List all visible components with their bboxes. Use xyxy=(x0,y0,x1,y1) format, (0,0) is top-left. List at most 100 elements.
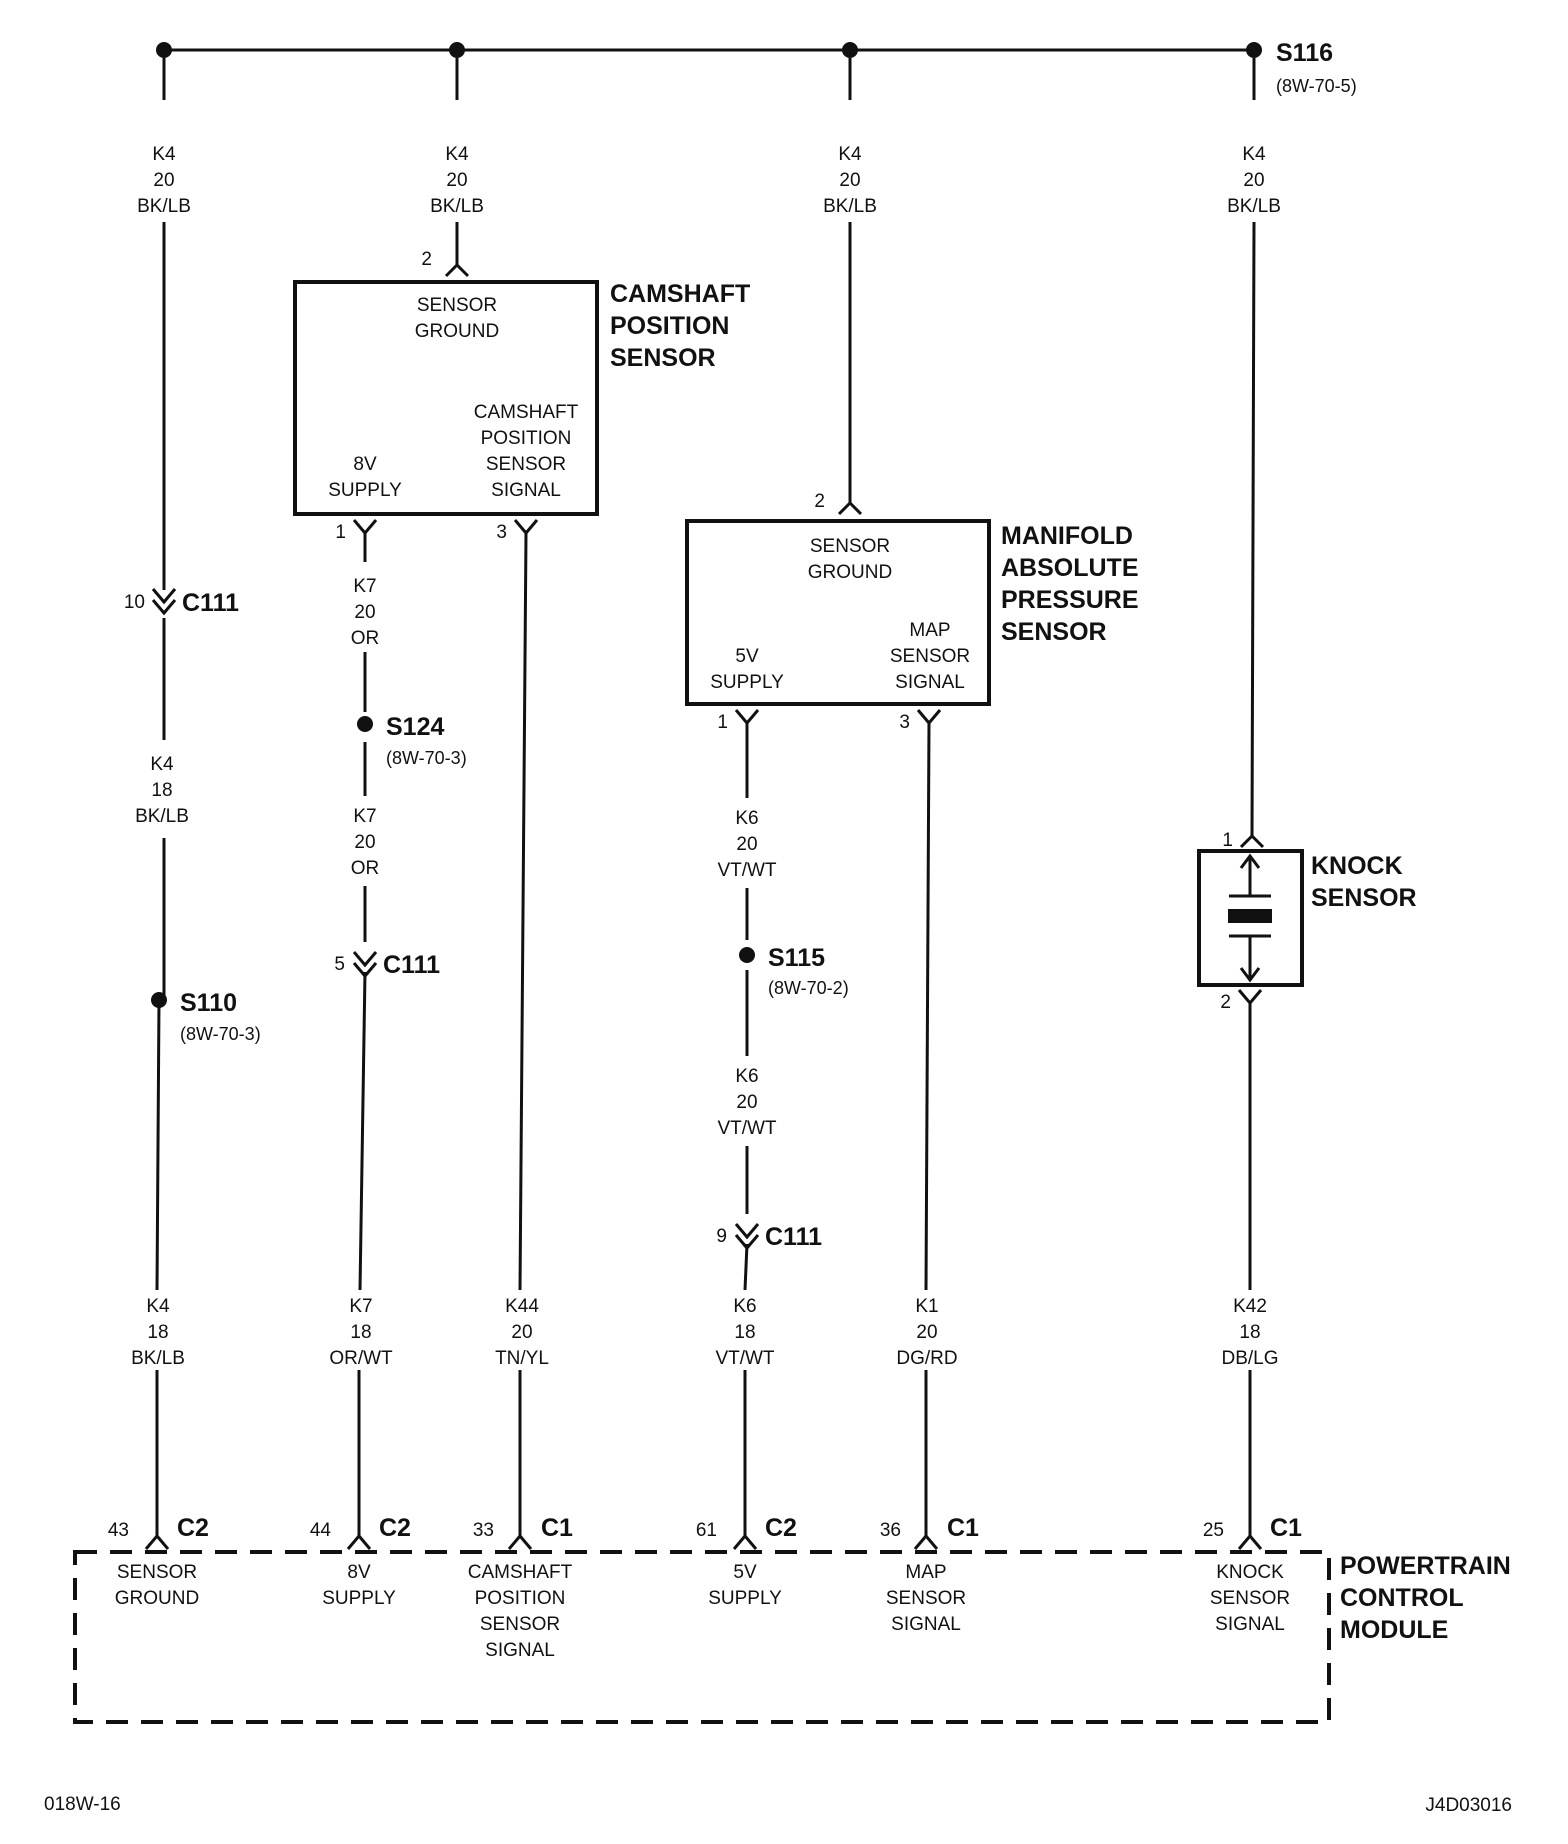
svg-text:K4: K4 xyxy=(150,754,174,775)
svg-text:SIGNAL: SIGNAL xyxy=(891,1614,961,1635)
svg-text:PRESSURE: PRESSURE xyxy=(1001,586,1139,614)
pcm-pin-25: 25 C1 KNOCK SENSOR SIGNAL xyxy=(1203,1514,1302,1635)
svg-text:VT/WT: VT/WT xyxy=(717,860,776,881)
wire-label-k6-b: K6 20 VT/WT xyxy=(717,1066,776,1139)
pcm-pin-36: 36 C1 MAP SENSOR SIGNAL xyxy=(880,1514,979,1635)
svg-text:SENSOR: SENSOR xyxy=(890,646,970,667)
svg-text:MAP: MAP xyxy=(905,1562,946,1583)
svg-text:K7: K7 xyxy=(353,576,376,597)
svg-text:TN/YL: TN/YL xyxy=(495,1348,549,1369)
powertrain-control-module xyxy=(73,1550,1331,1724)
wire-k4-column2: 2 xyxy=(421,58,470,278)
svg-text:C1: C1 xyxy=(541,1514,573,1542)
svg-text:VT/WT: VT/WT xyxy=(717,1118,776,1139)
splice-s110: S110 (8W-70-3) xyxy=(151,989,261,1044)
svg-text:SIGNAL: SIGNAL xyxy=(1215,1614,1285,1635)
svg-text:GROUND: GROUND xyxy=(415,321,499,342)
wire-label-k1: K1 20 DG/RD xyxy=(896,1296,957,1369)
svg-text:3: 3 xyxy=(899,712,910,733)
svg-text:K4: K4 xyxy=(1242,144,1266,165)
svg-text:8V: 8V xyxy=(353,454,377,475)
svg-text:SIGNAL: SIGNAL xyxy=(491,480,561,501)
wire-k6: 1 xyxy=(717,709,760,1538)
footer-right-code: J4D03016 xyxy=(1425,1795,1512,1816)
svg-text:OR: OR xyxy=(351,858,380,879)
svg-text:MANIFOLD: MANIFOLD xyxy=(1001,522,1133,550)
inline-connector-c111-k6: 9 C111 xyxy=(716,1223,822,1251)
svg-text:POSITION: POSITION xyxy=(475,1588,566,1609)
svg-text:GROUND: GROUND xyxy=(115,1588,199,1609)
svg-text:KNOCK: KNOCK xyxy=(1216,1562,1284,1583)
svg-text:3: 3 xyxy=(496,522,507,543)
wire-k4-column5: 2 xyxy=(814,58,863,516)
svg-text:S110: S110 xyxy=(180,989,237,1017)
wire-label-k4-mid: K4 18 BK/LB xyxy=(135,754,189,827)
svg-text:OR: OR xyxy=(351,628,380,649)
svg-text:VT/WT: VT/WT xyxy=(715,1348,774,1369)
svg-text:20: 20 xyxy=(916,1322,937,1343)
footer-left-code: 018W-16 xyxy=(44,1794,121,1815)
wire-label-k4-d: K4 20 BK/LB xyxy=(1227,144,1281,217)
svg-text:18: 18 xyxy=(1239,1322,1260,1343)
svg-text:1: 1 xyxy=(1222,830,1233,851)
wire-k4-column8: 1 xyxy=(1222,58,1265,851)
svg-text:C111: C111 xyxy=(765,1223,822,1251)
svg-text:SENSOR: SENSOR xyxy=(486,454,566,475)
knock-sensor xyxy=(1197,849,1304,987)
svg-text:2: 2 xyxy=(814,491,825,512)
svg-text:BK/LB: BK/LB xyxy=(137,196,191,217)
camshaft-sensor-title: CAMSHAFT POSITION SENSOR xyxy=(610,280,750,372)
svg-text:SUPPLY: SUPPLY xyxy=(322,1588,396,1609)
svg-text:SIGNAL: SIGNAL xyxy=(895,672,965,693)
wire-label-k6-low: K6 18 VT/WT xyxy=(715,1296,774,1369)
svg-text:44: 44 xyxy=(310,1520,332,1541)
svg-text:20: 20 xyxy=(839,170,860,191)
svg-text:SENSOR: SENSOR xyxy=(810,536,890,557)
svg-text:SENSOR: SENSOR xyxy=(610,344,716,372)
svg-text:SUPPLY: SUPPLY xyxy=(328,480,402,501)
svg-text:SENSOR: SENSOR xyxy=(1210,1588,1290,1609)
svg-text:SENSOR: SENSOR xyxy=(1001,618,1107,646)
svg-text:(8W-70-5): (8W-70-5) xyxy=(1276,76,1357,96)
svg-text:20: 20 xyxy=(511,1322,532,1343)
pcm-pin-33: 33 C1 CAMSHAFT POSITION SENSOR SIGNAL xyxy=(468,1514,573,1661)
svg-text:C1: C1 xyxy=(1270,1514,1302,1542)
svg-text:K7: K7 xyxy=(353,806,376,827)
svg-text:BK/LB: BK/LB xyxy=(131,1348,185,1369)
svg-text:C2: C2 xyxy=(177,1514,209,1542)
svg-text:POWERTRAIN: POWERTRAIN xyxy=(1340,1552,1511,1580)
svg-text:MAP: MAP xyxy=(909,620,950,641)
map-sensor: SENSOR GROUND 5V SUPPLY MAP SENSOR SIGNA… xyxy=(685,519,991,706)
svg-text:K6: K6 xyxy=(735,1066,758,1087)
svg-text:K44: K44 xyxy=(505,1296,539,1317)
svg-text:C111: C111 xyxy=(182,589,239,617)
svg-text:KNOCK: KNOCK xyxy=(1311,852,1403,880)
svg-text:8V: 8V xyxy=(347,1562,371,1583)
svg-text:20: 20 xyxy=(1243,170,1264,191)
svg-text:2: 2 xyxy=(421,249,432,270)
camshaft-position-sensor: SENSOR GROUND 8V SUPPLY CAMSHAFT POSITIO… xyxy=(293,280,599,516)
ground-bus xyxy=(156,42,1262,58)
inline-connector-c111-k7: 5 C111 xyxy=(334,951,440,979)
svg-text:K4: K4 xyxy=(152,144,176,165)
svg-text:1: 1 xyxy=(335,522,346,543)
svg-text:GROUND: GROUND xyxy=(808,562,892,583)
svg-text:BK/LB: BK/LB xyxy=(1227,196,1281,217)
svg-text:1: 1 xyxy=(717,712,728,733)
svg-text:POSITION: POSITION xyxy=(610,312,729,340)
wire-label-k6-a: K6 20 VT/WT xyxy=(717,808,776,881)
svg-text:C111: C111 xyxy=(383,951,440,979)
wire-label-k7-b: K7 20 OR xyxy=(351,806,380,879)
svg-text:CAMSHAFT: CAMSHAFT xyxy=(610,280,750,308)
svg-text:POSITION: POSITION xyxy=(481,428,572,449)
map-sensor-title: MANIFOLD ABSOLUTE PRESSURE SENSOR xyxy=(1001,522,1139,646)
wire-k44: 3 xyxy=(496,519,539,1538)
svg-text:36: 36 xyxy=(880,1520,901,1541)
svg-text:CAMSHAFT: CAMSHAFT xyxy=(474,402,579,423)
svg-text:MODULE: MODULE xyxy=(1340,1616,1448,1644)
svg-text:S115: S115 xyxy=(768,944,825,972)
svg-text:CONTROL: CONTROL xyxy=(1340,1584,1464,1612)
svg-text:BK/LB: BK/LB xyxy=(430,196,484,217)
wire-label-k42: K42 18 DB/LG xyxy=(1221,1296,1278,1369)
